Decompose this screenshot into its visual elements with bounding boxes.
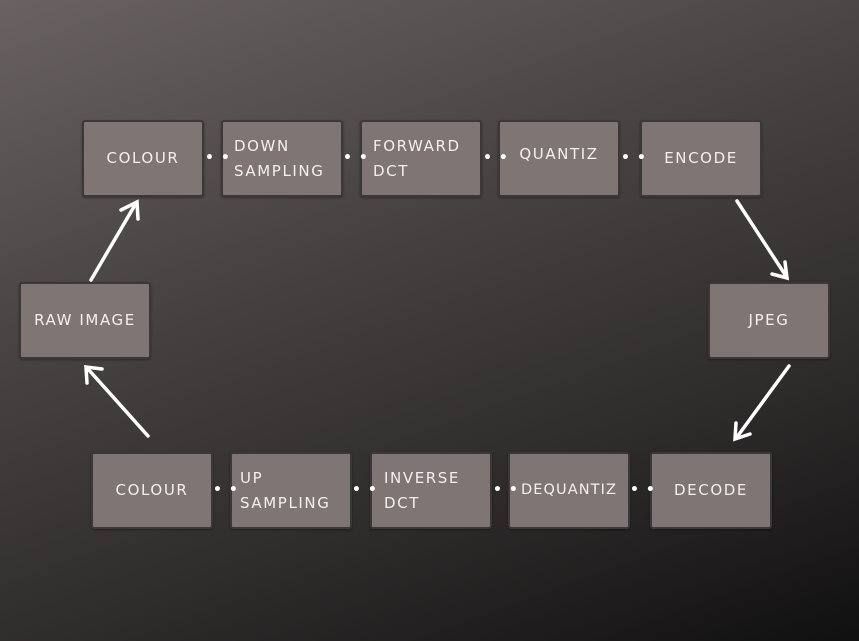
node-raw-image: RAW IMAGE	[19, 282, 151, 359]
arrowhead	[770, 260, 790, 281]
connector-dots: • •	[493, 482, 519, 498]
arrow-encode-to-jpeg	[735, 199, 788, 278]
node-decode: DECODE	[650, 452, 772, 529]
connector-dots: • •	[630, 482, 656, 498]
arrowhead	[733, 421, 752, 442]
node-quantiz: QUANTIZ	[498, 120, 620, 197]
node-jpeg: JPEG	[708, 282, 830, 359]
node-up-sampling: UP SAMPLING	[230, 452, 352, 529]
node-down-sampling: DOWN SAMPLING	[221, 120, 343, 197]
arrow-colour-to-raw-image	[86, 367, 150, 438]
node-colour-bottom: COLOUR	[91, 452, 213, 529]
connector-dots: • •	[483, 150, 509, 166]
node-dequantiz: DEQUANTIZ	[508, 452, 630, 529]
arrow-jpeg-to-decode	[735, 364, 791, 439]
arrowhead	[84, 365, 104, 385]
connector-dots: • •	[213, 482, 239, 498]
arrowhead	[119, 199, 140, 221]
connector-dots: • •	[205, 150, 231, 166]
node-colour-top: COLOUR	[82, 120, 204, 197]
connector-dots: • •	[621, 150, 647, 166]
connector-dots: • •	[352, 482, 378, 498]
node-forward-dct: FORWARD DCT	[360, 120, 482, 197]
connector-dots: • •	[343, 150, 369, 166]
arrow-raw-image-to-colour	[89, 203, 137, 282]
node-encode: ENCODE	[640, 120, 762, 197]
node-inverse-dct: INVERSE DCT	[370, 452, 492, 529]
